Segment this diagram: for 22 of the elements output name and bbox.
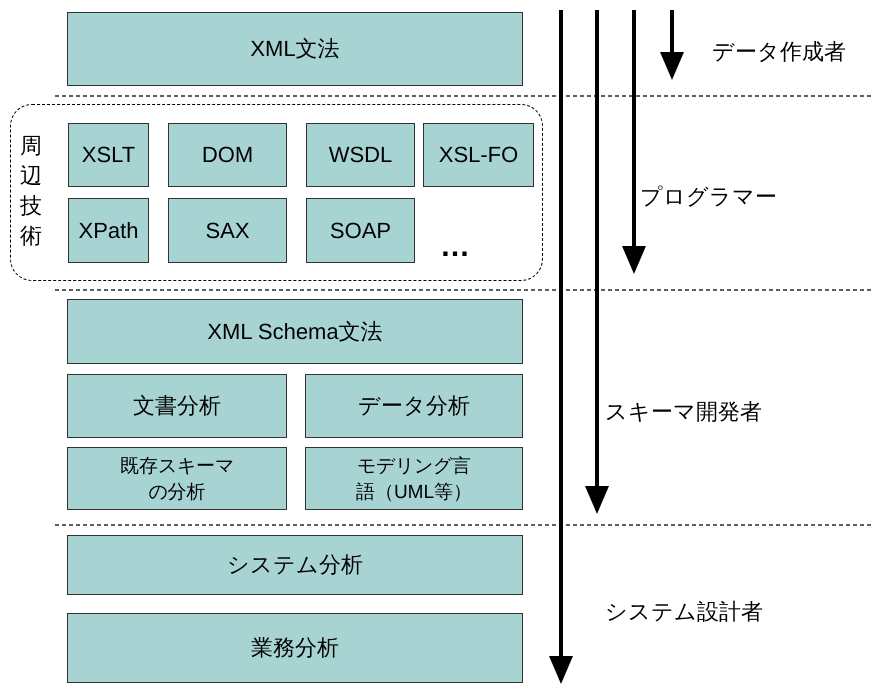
role-label: データ作成者: [712, 38, 846, 66]
layer-box: XSLT: [68, 123, 149, 187]
layer-box: XML文法: [67, 12, 523, 86]
group-frame: [10, 104, 543, 281]
role-label: プログラマー: [640, 183, 777, 211]
layer-box: XML Schema文法: [67, 299, 523, 364]
layer-box: 業務分析: [67, 613, 523, 683]
layer-box: SOAP: [306, 198, 415, 263]
group-title: 周辺技術: [19, 132, 43, 250]
layer-box: データ分析: [305, 374, 523, 438]
layer-box: モデリング言語（UML等）: [305, 447, 523, 510]
layer-box: システム分析: [67, 535, 523, 595]
layer-box: 既存スキーマの分析: [67, 447, 287, 510]
role-label: システム設計者: [605, 598, 763, 626]
role-label: スキーマ開発者: [605, 398, 762, 426]
layer-box: 文書分析: [67, 374, 287, 438]
layer-box: XPath: [68, 198, 149, 263]
layer-box: WSDL: [306, 123, 415, 187]
layer-box: XSL-FO: [423, 123, 534, 187]
layer-box: DOM: [168, 123, 287, 187]
ellipsis: …: [440, 230, 470, 264]
layer-box: SAX: [168, 198, 287, 263]
